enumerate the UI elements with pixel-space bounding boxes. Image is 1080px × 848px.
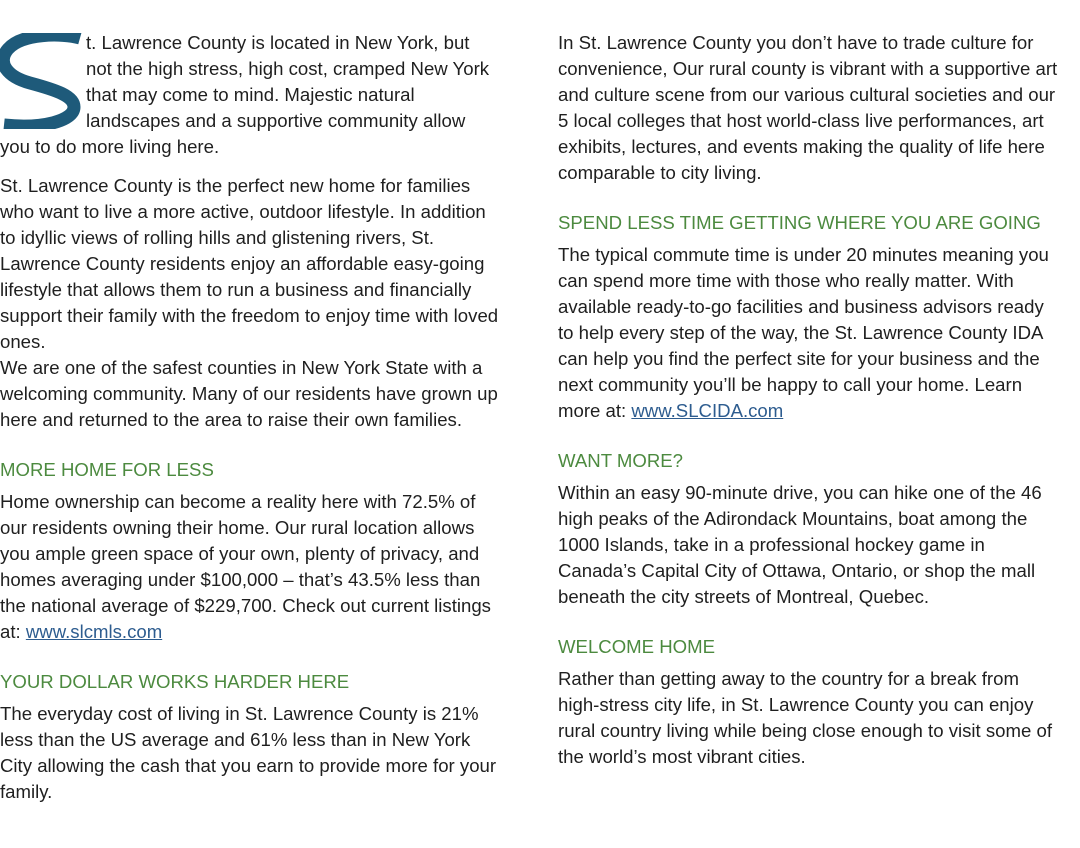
section-body: Within an easy 90-minute drive, you can … [558, 482, 1042, 607]
paragraph-safest-counties: We are one of the safest counties in New… [0, 357, 498, 430]
section-want-more: Want More? Within an easy 90-minute driv… [558, 448, 1063, 610]
section-more-home: More Home for Less Home ownership can be… [0, 457, 500, 645]
section-body: Home ownership can become a reality here… [0, 491, 491, 642]
slcida-link[interactable]: www.SLCIDA.com [631, 400, 784, 421]
intro-text: t. Lawrence County is located in New Yor… [0, 32, 490, 157]
section-body: The everyday cost of living in St. Lawre… [0, 703, 497, 802]
section-dollar-works: Your Dollar Works Harder Here The everyd… [0, 669, 500, 805]
section-heading: Spend Less Time Getting Where You Are Go… [558, 212, 1041, 233]
paragraph-active-lifestyle: St. Lawrence County is the perfect new h… [0, 175, 499, 352]
section-commute: Spend Less Time Getting Where You Are Go… [558, 210, 1063, 424]
intro-paragraph: t. Lawrence County is located in New Yor… [0, 30, 500, 160]
paragraph-culture: In St. Lawrence County you don’t have to… [558, 32, 1058, 183]
slcmls-link[interactable]: www.slcmls.com [25, 621, 163, 642]
left-column: t. Lawrence County is located in New Yor… [0, 30, 500, 805]
right-column: In St. Lawrence County you don’t have to… [558, 30, 1063, 770]
section-body: The typical commute time is under 20 min… [558, 244, 1049, 421]
section-heading: Want More? [558, 450, 683, 471]
section-body: Rather than getting away to the country … [558, 668, 1053, 767]
dropcap-s-icon [0, 33, 82, 129]
section-heading: Your Dollar Works Harder Here [0, 671, 350, 692]
section-heading: More Home for Less [0, 459, 214, 480]
section-heading: Welcome Home [558, 636, 716, 657]
section-welcome-home: Welcome Home Rather than getting away to… [558, 634, 1063, 770]
